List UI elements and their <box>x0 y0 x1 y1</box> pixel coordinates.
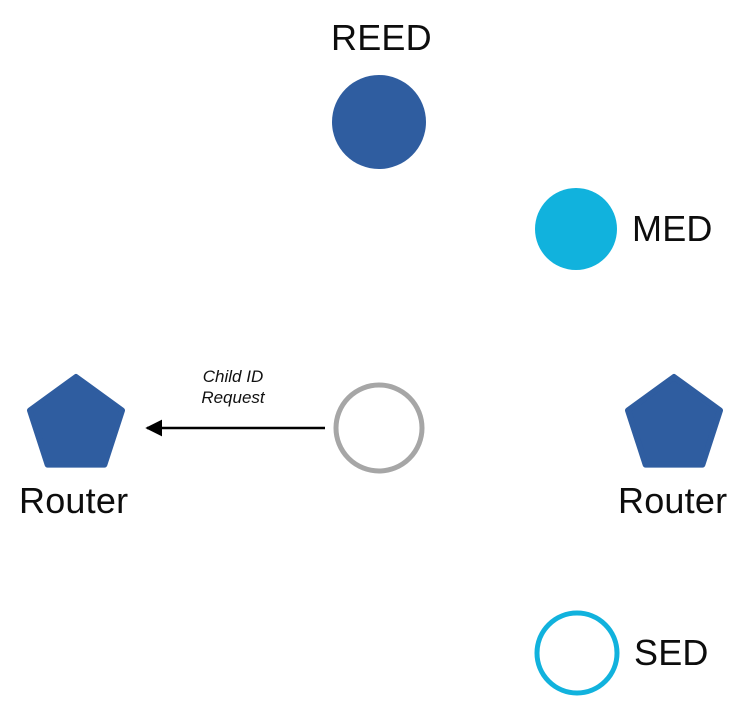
node-reed-shape[interactable] <box>332 75 426 169</box>
node-label-reed: REED <box>331 17 432 58</box>
node-label-med: MED <box>632 208 713 249</box>
node-label-router-left: Router <box>19 480 129 521</box>
node-sed-shape[interactable] <box>534 610 620 696</box>
node-router-left-shape[interactable] <box>27 374 125 468</box>
node-joiner-shape[interactable] <box>333 382 425 474</box>
edge-label-child-id-request: Child ID Request <box>201 367 265 407</box>
node-label-sed: SED <box>634 632 709 673</box>
node-med-shape[interactable] <box>535 188 617 270</box>
node-router-right-shape[interactable] <box>625 374 723 468</box>
node-label-router-right: Router <box>618 480 728 521</box>
